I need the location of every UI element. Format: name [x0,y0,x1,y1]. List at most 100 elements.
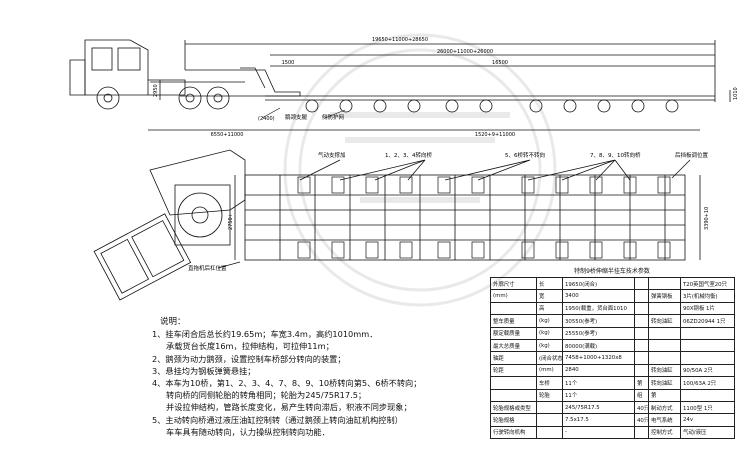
notes-line: 承载货台长度16m，拉伸结构，可拉伸11m； [166,341,334,352]
spec-cell [648,338,681,353]
design-notes: 说明： 1、挂车闭合后总长约19.65m；车宽3.4m，高约1010mm． 承载… [152,316,492,438]
spec-cell: 车桥 [536,376,563,390]
spec-cell: 最大总质量 [490,338,537,353]
spec-cell: 制动方式 [648,400,681,415]
spec-cell [536,400,563,415]
spec-cell: 宽 [536,289,563,303]
spec-cell: 7.5x17.5 [562,413,635,427]
callout-rear-lamp: 后挡板调位置 [675,151,709,159]
spec-cell: 90/50A 2只 [680,363,735,378]
spec-cell [634,326,649,340]
spec-cell: (mm) [536,363,563,378]
spec-cell [490,301,537,316]
spec-cell: 24v [680,413,735,427]
spec-cell: 轮距 [490,363,537,378]
spec-cell: (kg) [536,314,563,328]
dim-width: 3390+10 [704,207,710,230]
top-wheels [297,176,671,259]
spec-cell: 11个 [562,388,635,402]
spec-cell: T20英国气室20只 [680,276,735,291]
spec-cell [634,338,649,353]
spec-cell: 转向油缸 [648,314,681,328]
spec-cell: - [562,425,635,440]
spec-cell [634,314,649,328]
spec-cell: (mm) [490,289,537,303]
dim-overall: 19650+11000+28650 [372,37,428,43]
callout-axles-5-6: 5、6桥转不转向 [505,151,545,159]
spec-cell: 转向油缸 [648,363,681,378]
spec-cell [648,276,681,291]
spec-row: 轴距(闭合状态)7458+1000+1320x8 [490,351,735,365]
spec-cell [634,276,649,291]
spec-cell: 高 [536,301,563,316]
spec-cell: 06ZD20944 1只 [680,314,735,328]
dim-axle-spacing: 1520+9+11000 [475,132,515,138]
spec-cell: 245/75R17.5 [562,400,635,415]
callout-side-guard: 侧防护网 [322,113,345,121]
spec-cell: 19650(闭合) [562,276,635,291]
spec-cell [648,351,681,365]
spec-cell: 3片(机械均衡) [680,289,735,303]
dim-height-left: 2950 [153,84,159,97]
spec-row: 最大总质量(kg)80000(满载) [490,338,735,353]
notes-line: 5、主动转向桥通过液压油缸控制转（通过鹅颈上转向油缸机构控制） [152,414,403,425]
spec-cell [490,388,537,402]
spec-cell: (闭合状态) [536,351,563,365]
spec-cell: 行驶转向机构 [490,425,537,440]
callout-axles-1-4: 1、2、3、4转向桥 [385,151,432,159]
spec-cell [634,301,649,316]
callout-air-support: 气动支撑加 [318,151,346,159]
spec-cell: 100/63A 2只 [680,376,735,390]
notes-line: 转向桥的同侧轮胎的转角相同；轮胎为245/75R17.5； [166,390,367,401]
spec-cell [680,338,735,353]
spec-cell [536,413,563,427]
notes-line: 1、挂车闭合后总长约19.65m；车宽3.4m，高约1010mm． [152,329,378,340]
spec-cell: 轮胎 [536,388,563,402]
spec-cell [536,425,563,440]
spec-cell [634,425,649,440]
dim-length-mid: 26000+11000+26000 [437,49,493,55]
dim-deck-label: 1500 [282,60,295,66]
dim-height-right: 1010 [733,87,739,100]
spec-cell: 弹簧钢板 [648,289,681,303]
spec-cell: 7458+1000+1320x8 [562,351,635,365]
callout-gooseneck: 鹅颈支腿 [285,113,308,121]
callout-bottom-note: 直拖机后杠位置 [188,264,227,272]
spec-cell: 长 [536,276,563,291]
spec-cell: 第 [634,376,649,390]
spec-cell: (kg) [536,338,563,353]
dim-small: (2400) [258,116,275,122]
spec-cell: 组 [634,388,649,402]
watermark-logo [283,33,557,307]
spec-cell: 整车质量 [490,314,537,328]
spec-cell: 外廓尺寸 [490,276,537,291]
spec-cell [490,376,537,390]
spec-cell: 气动/液压 [680,425,735,440]
notes-line: 3、悬挂均为钢板弹簧悬挂； [152,365,256,376]
spec-cell: (kg) [536,326,563,340]
spec-cell: 30550(参考) [562,314,635,328]
spec-row: 行驶转向机构-控制方式气动/液压 [490,425,735,440]
spec-cell: 1950(载重，货台面1010 [562,301,635,316]
spec-row: 额定载质量(kg)25550(参考) [490,326,735,340]
callout-axles-7-10: 7、8、9、10转向桥 [590,151,641,159]
spec-cell: 25550(参考) [562,326,635,340]
spec-cell: 11个 [562,376,635,390]
top-view [93,149,701,301]
spec-cell: 轮胎规格 [490,413,537,427]
dim-left: 2750+ [228,213,234,230]
spec-cell [680,326,735,340]
notes-line: 车车具有随动转向，认力操纵控制转向功能． [166,426,330,437]
spec-cell: 80000(满载) [562,338,635,353]
spec-cell [648,301,681,316]
spec-cell: 轴距 [490,351,537,365]
